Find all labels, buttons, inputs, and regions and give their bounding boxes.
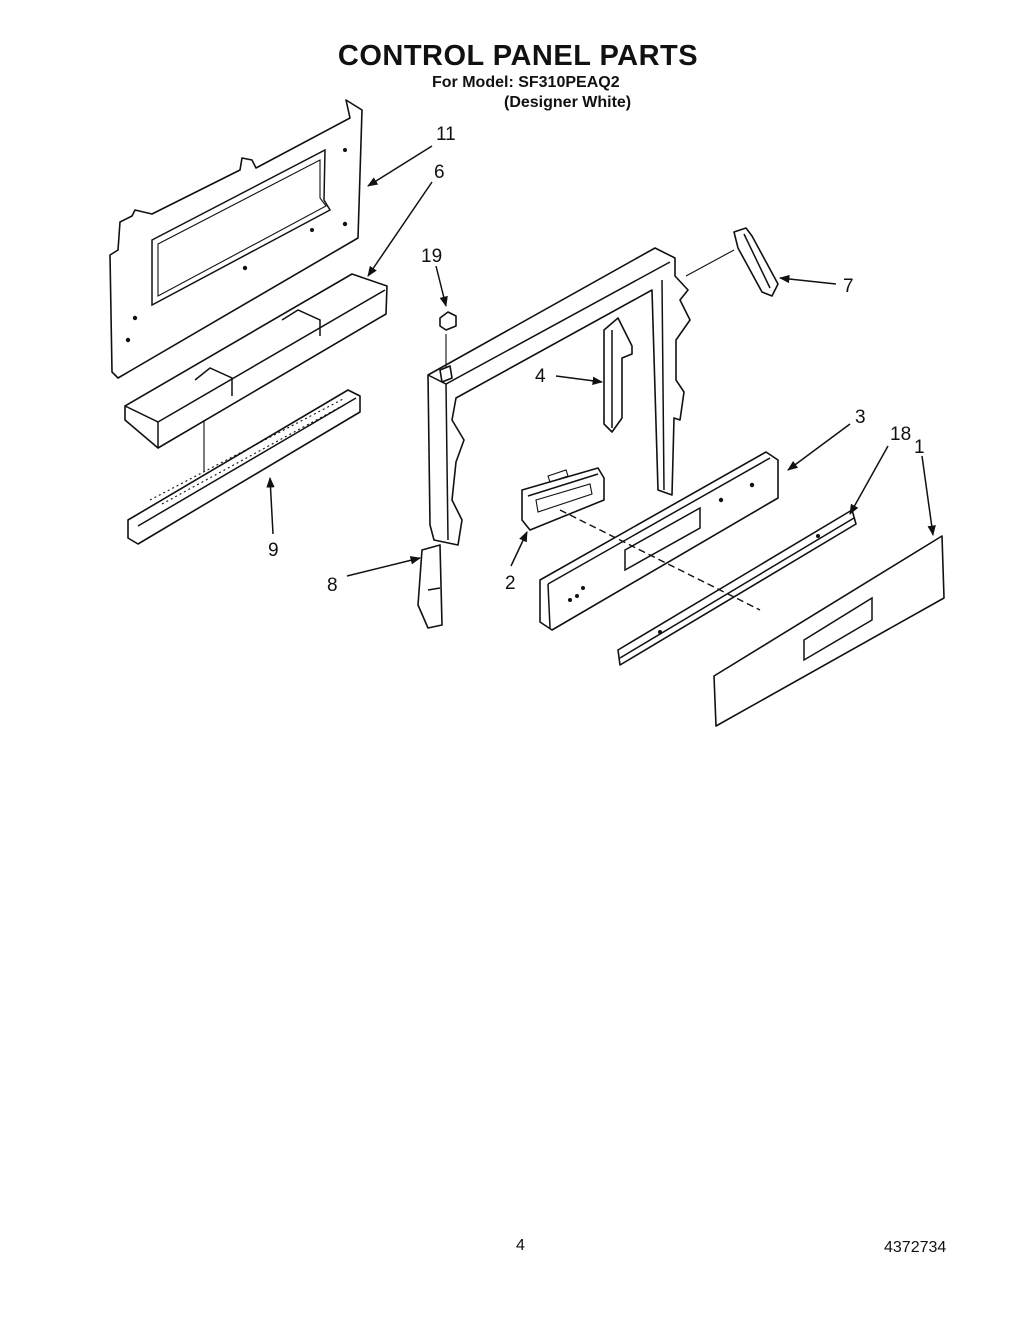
- callout-2: 2: [505, 573, 516, 594]
- callout-6: 6: [434, 162, 445, 183]
- callout-7: 7: [843, 276, 854, 297]
- part-7-end-cap: [733, 227, 779, 297]
- page-number: 4: [516, 1237, 525, 1254]
- part-18-trim-strip: [617, 509, 857, 666]
- document-number: 4372734: [884, 1239, 947, 1256]
- assembly-line: [559, 509, 761, 611]
- callout-9: 9: [268, 540, 279, 561]
- part-3-panel-housing: [539, 451, 779, 631]
- part-19-clip: [439, 311, 457, 331]
- part-1-panel-face: [713, 535, 945, 727]
- callout-19: 19: [421, 246, 442, 267]
- callout-4: 4: [535, 366, 546, 387]
- callout-1: 1: [914, 437, 925, 458]
- color-line: (Designer White): [504, 94, 632, 111]
- part-11-rear-panel: [109, 99, 363, 379]
- callout-8: 8: [327, 575, 338, 596]
- callout-18: 18: [890, 424, 911, 445]
- model-line: For Model: SF310PEAQ2: [432, 74, 620, 91]
- part-9-vent-strip: [127, 389, 361, 545]
- assembly-line: [685, 249, 735, 277]
- page-title: CONTROL PANEL PARTS: [337, 40, 699, 72]
- part-2-display-board: [521, 467, 605, 531]
- part-8-frame: [417, 247, 691, 629]
- leader-lines: [266, 145, 936, 577]
- part-6-duct: [124, 273, 388, 449]
- callout-3: 3: [855, 407, 866, 428]
- callout-11: 11: [436, 124, 456, 145]
- part-4-bracket: [603, 317, 633, 433]
